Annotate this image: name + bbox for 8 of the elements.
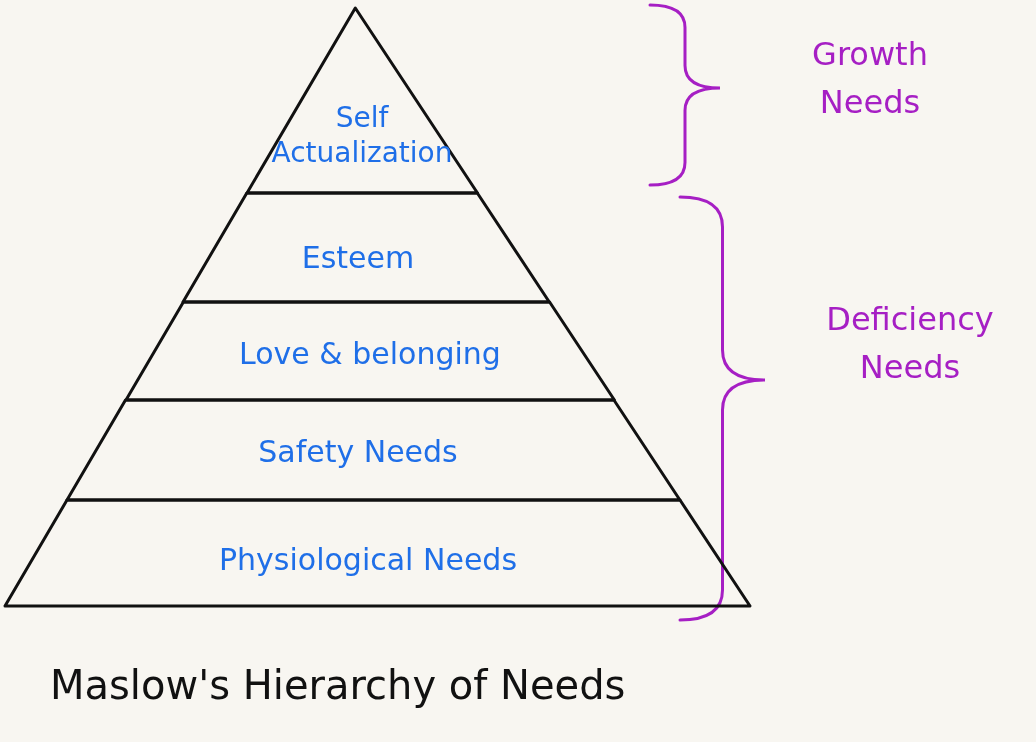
tier-label: Physiological Needs — [218, 541, 518, 579]
group-label: Deficiency Needs — [825, 299, 995, 388]
diagram-caption: Maslow's Hierarchy of Needs — [50, 662, 626, 708]
tier-label: Esteem — [300, 239, 416, 277]
tier-label: Self Actualization — [270, 100, 454, 170]
group-label: Growth Needs — [811, 34, 929, 123]
tier-label: Love & belonging — [238, 335, 502, 373]
tier-label: Safety Needs — [257, 433, 459, 471]
